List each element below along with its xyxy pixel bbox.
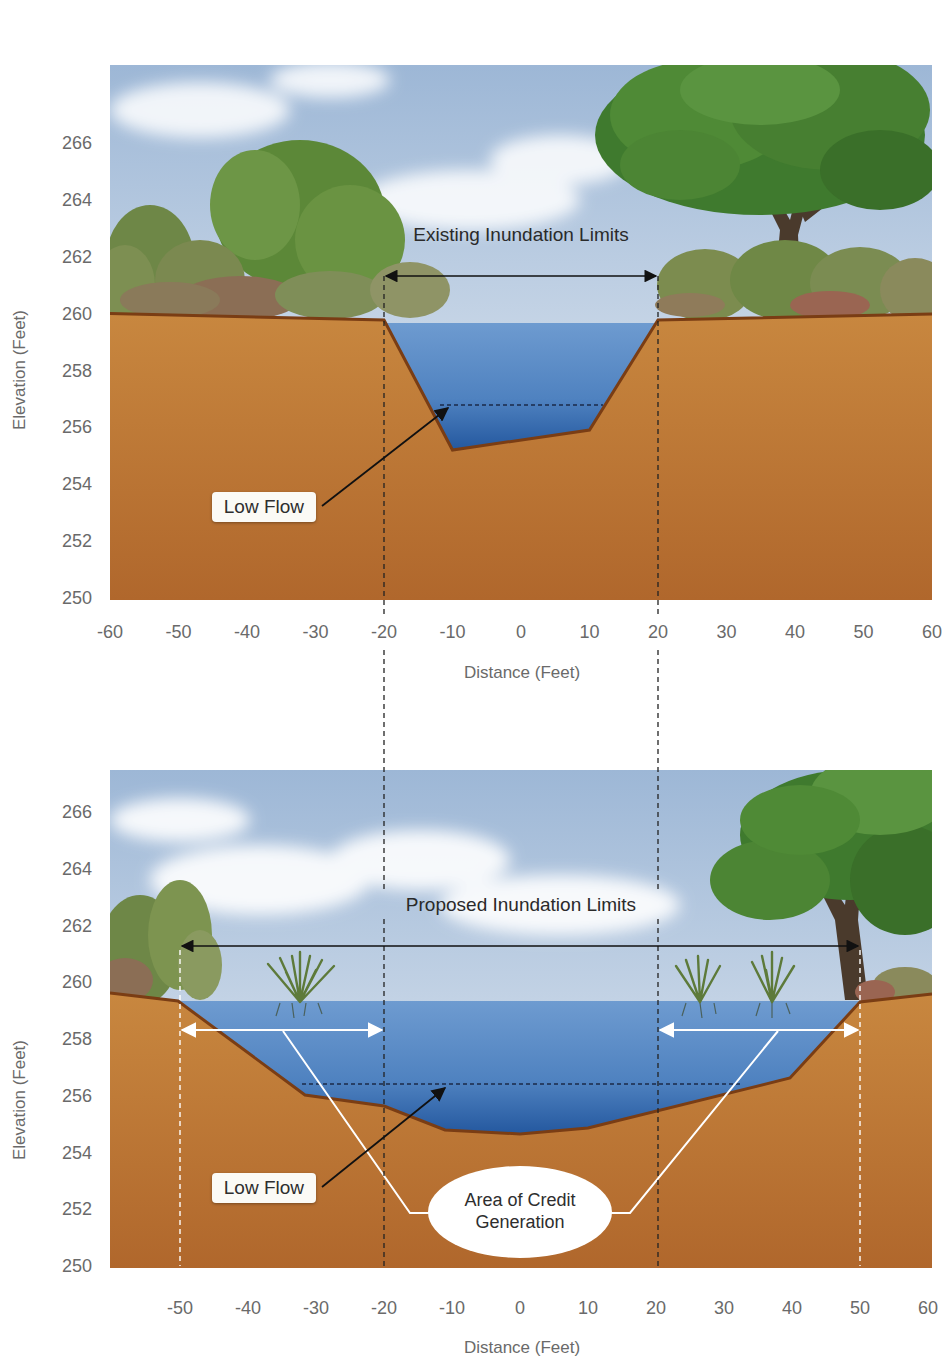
oval-fill <box>428 1166 612 1258</box>
axis-tick: 258 <box>62 360 92 381</box>
existing-section <box>110 65 932 600</box>
leader-line <box>322 408 448 506</box>
proposed-section <box>110 770 932 1268</box>
axis-tick: 262 <box>62 246 92 267</box>
node-text: Low Flow <box>224 1177 304 1199</box>
tree <box>710 770 932 1004</box>
credit-oval: Area of Credit Generation <box>427 1165 613 1259</box>
callout-box: Low Flow <box>212 1173 316 1203</box>
axis-tick: -10 <box>439 1298 465 1319</box>
ground-surface <box>110 993 932 1134</box>
axis-tick: 60 <box>922 622 942 643</box>
limit-line <box>859 950 860 1266</box>
axis-tick: 30 <box>716 622 736 643</box>
axis-tick: -50 <box>167 1298 193 1319</box>
credit-leader <box>608 1031 778 1213</box>
shrubs <box>655 240 932 322</box>
axis-tick: 256 <box>62 1085 92 1106</box>
leader-line <box>322 1088 445 1187</box>
node-text: Area of Credit Generation <box>455 1190 585 1233</box>
limit-line <box>179 950 180 1266</box>
axis-title: Elevation (Feet) <box>10 1040 30 1160</box>
axis-tick: 10 <box>578 1298 598 1319</box>
axis-tick: 20 <box>646 1298 666 1319</box>
axis-tick: 20 <box>648 622 668 643</box>
axis-tick: 264 <box>62 858 92 879</box>
axis-tick: 40 <box>782 1298 802 1319</box>
axis-tick: 0 <box>516 622 526 643</box>
low-flow-line <box>302 1083 740 1085</box>
low-flow-line <box>440 404 603 406</box>
axis-tick: 254 <box>62 474 92 495</box>
axis-tick: -20 <box>371 622 397 643</box>
axis-tick: 50 <box>853 622 873 643</box>
shrubs <box>110 140 450 325</box>
axis-tick: 256 <box>62 417 92 438</box>
axis-tick: 264 <box>62 190 92 211</box>
axis-title: Distance (Feet) <box>464 1338 580 1358</box>
credit-arrow <box>660 1029 858 1031</box>
axis-tick: -30 <box>302 622 328 643</box>
axis-tick: 250 <box>62 1256 92 1277</box>
axis-tick: -40 <box>234 622 260 643</box>
shrubs <box>110 880 222 1005</box>
inundation-arrow <box>386 275 656 277</box>
axis-tick: -50 <box>165 622 191 643</box>
inundation-arrow <box>182 945 858 947</box>
axis-tick: 266 <box>62 133 92 154</box>
ground <box>110 314 932 600</box>
axis-tick: 250 <box>62 588 92 609</box>
inundation-label: Proposed Inundation Limits <box>406 894 636 916</box>
axis-tick: 258 <box>62 1029 92 1050</box>
axis-tick: 50 <box>850 1298 870 1319</box>
axis-title: Distance (Feet) <box>464 663 580 683</box>
callout-box: Low Flow <box>212 492 316 522</box>
axis-tick: -60 <box>97 622 123 643</box>
credit-arrow <box>182 1029 382 1031</box>
axis-tick: 252 <box>62 1199 92 1220</box>
axis-tick: 10 <box>579 622 599 643</box>
wetland-plants <box>268 952 794 1002</box>
axis-tick: 260 <box>62 972 92 993</box>
axis-tick: 254 <box>62 1142 92 1163</box>
axis-tick: 40 <box>785 622 805 643</box>
axis-tick: -10 <box>439 622 465 643</box>
ground <box>110 993 932 1268</box>
axis-tick: 252 <box>62 531 92 552</box>
existing-limit-lines <box>384 276 658 1266</box>
axis-tick: 266 <box>62 802 92 823</box>
axis-tick: -20 <box>371 1298 397 1319</box>
axis-tick: -30 <box>303 1298 329 1319</box>
node-text: Low Flow <box>224 496 304 518</box>
axis-tick: 0 <box>515 1298 525 1319</box>
roots <box>276 1003 790 1018</box>
axis-tick: 60 <box>918 1298 938 1319</box>
axis-tick: 260 <box>62 303 92 324</box>
inundation-label: Existing Inundation Limits <box>413 224 628 246</box>
axis-tick: 30 <box>714 1298 734 1319</box>
axis-tick: 262 <box>62 915 92 936</box>
axis-tick: -40 <box>235 1298 261 1319</box>
ground-surface <box>110 314 932 450</box>
axis-title: Elevation (Feet) <box>10 310 30 430</box>
